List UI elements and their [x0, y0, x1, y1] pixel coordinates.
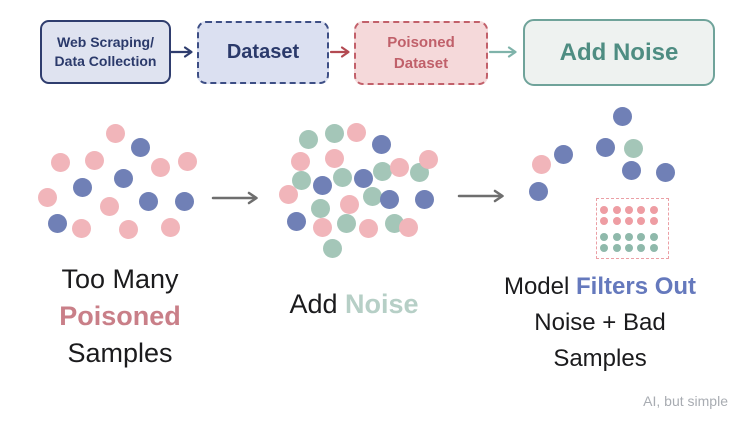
flow-box-web-scraping-line1: Web Scraping/: [57, 34, 154, 50]
flow-box-add-noise: Add Noise: [523, 19, 715, 86]
sample-dot-pink: [99, 196, 119, 216]
sample-dot-grid_pink: [600, 206, 608, 214]
sample-dot-blue: [353, 168, 373, 188]
sample-dot-blue: [113, 168, 133, 188]
sample-dot-blue: [379, 189, 399, 209]
sample-dot-green: [332, 167, 352, 187]
flow-box-poisoned-dataset: Poisoned Dataset: [354, 21, 488, 85]
caption-filtered-line2: Noise + Bad: [534, 309, 666, 336]
sample-dot-grid_pink: [637, 206, 645, 214]
sample-dot-grid_green: [650, 244, 658, 252]
sample-dot-blue: [138, 191, 158, 211]
flow-box-poisoned-line1: Poisoned: [387, 34, 455, 51]
caption-filtered-line1-highlight: Filters Out: [576, 273, 697, 300]
caption-add-noise-highlight: Noise: [345, 289, 419, 319]
sample-dot-grid_green: [613, 233, 621, 241]
caption-poisoned-line2: Poisoned: [59, 301, 181, 331]
sample-dot-grid_green: [625, 233, 633, 241]
sample-dot-blue: [174, 191, 194, 211]
caption-add-noise-prefix: Add: [289, 289, 345, 319]
flow-arrow-1-icon: [169, 46, 193, 58]
sample-dot-blue: [286, 211, 306, 231]
sample-dot-pink: [50, 152, 70, 172]
sample-dot-grid_green: [600, 233, 608, 241]
sample-dot-grid_green: [613, 244, 621, 252]
sample-dot-pink: [290, 151, 310, 171]
flow-box-web-scraping-line2: Data Collection: [54, 53, 157, 69]
caption-poisoned-line3: Samples: [67, 338, 173, 368]
sample-dot-green: [310, 198, 330, 218]
sample-dot-green: [291, 170, 311, 190]
flow-arrow-3-icon: [488, 46, 517, 58]
sample-dot-grid_pink: [650, 206, 658, 214]
sample-dot-pink: [339, 194, 359, 214]
sample-dot-green: [336, 213, 356, 233]
sample-dot-green: [298, 129, 318, 149]
sample-dot-grid_pink: [625, 217, 633, 225]
caption-poisoned-line1: Too Many: [61, 264, 179, 294]
sample-dot-pink: [84, 150, 104, 170]
sample-dot-blue: [47, 213, 67, 233]
sample-dot-green: [372, 161, 392, 181]
sample-dot-blue: [612, 106, 632, 126]
sample-dot-pink: [278, 184, 298, 204]
sample-dot-grid_green: [600, 244, 608, 252]
sample-dot-grid_pink: [637, 217, 645, 225]
sample-dot-pink: [312, 217, 332, 237]
sample-dot-blue: [528, 181, 548, 201]
sample-dot-grid_green: [650, 233, 658, 241]
sample-dot-grid_green: [637, 244, 645, 252]
sample-dot-grid_green: [625, 244, 633, 252]
watermark-text: AI, but simple: [643, 393, 728, 409]
sample-dot-pink: [346, 122, 366, 142]
caption-filtered-line3: Samples: [553, 345, 647, 372]
sample-dot-blue: [621, 160, 641, 180]
sample-dot-pink: [358, 218, 378, 238]
caption-filtered-line1-prefix: Model: [503, 273, 577, 300]
sample-dot-green: [322, 238, 342, 258]
sample-dot-pink: [160, 217, 180, 237]
caption-add-noise: Add Noise: [254, 287, 454, 321]
sample-dot-pink: [118, 219, 138, 239]
caption-poisoned: Too Many Poisoned Samples: [20, 261, 220, 372]
sample-dot-grid_pink: [613, 206, 621, 214]
sample-dot-green: [324, 123, 344, 143]
sample-dot-pink: [531, 154, 551, 174]
sample-dot-pink: [177, 151, 197, 171]
sample-dot-pink: [105, 123, 125, 143]
filter-grid-box: [596, 198, 669, 259]
sample-dot-blue: [130, 137, 150, 157]
flow-box-dataset-label: Dataset: [226, 41, 300, 63]
sample-dot-green: [623, 138, 643, 158]
sample-dot-grid_green: [637, 233, 645, 241]
sample-dot-blue: [595, 137, 615, 157]
caption-filtered-line1: Model Filters Out: [478, 269, 722, 305]
sample-dot-grid_pink: [625, 206, 633, 214]
cluster-arrow-2-icon: [457, 189, 504, 203]
sample-dot-pink: [398, 217, 418, 237]
caption-filtered: Model Filters Out Noise + Bad Samples: [478, 269, 722, 377]
sample-dot-pink: [37, 187, 57, 207]
sample-dot-grid_pink: [613, 217, 621, 225]
cluster-arrow-1-icon: [211, 191, 258, 205]
flow-box-dataset: Dataset: [197, 21, 329, 84]
flow-box-add-noise-label: Add Noise: [559, 38, 679, 66]
flow-box-poisoned-line2: Dataset: [393, 55, 449, 72]
sample-dot-blue: [72, 177, 92, 197]
sample-dot-blue: [371, 134, 391, 154]
sample-dot-blue: [414, 189, 434, 209]
sample-dot-pink: [389, 157, 409, 177]
sample-dot-grid_pink: [650, 217, 658, 225]
sample-dot-pink: [150, 157, 170, 177]
sample-dot-green: [362, 186, 382, 206]
sample-dot-blue: [553, 144, 573, 164]
sample-dot-grid_pink: [600, 217, 608, 225]
sample-dot-blue: [312, 175, 332, 195]
flow-arrow-2-icon: [329, 46, 350, 58]
sample-dot-pink: [418, 149, 438, 169]
sample-dot-pink: [71, 218, 91, 238]
flow-box-web-scraping: Web Scraping/ Data Collection: [40, 20, 171, 84]
sample-dot-blue: [655, 162, 675, 182]
sample-dot-pink: [324, 148, 344, 168]
